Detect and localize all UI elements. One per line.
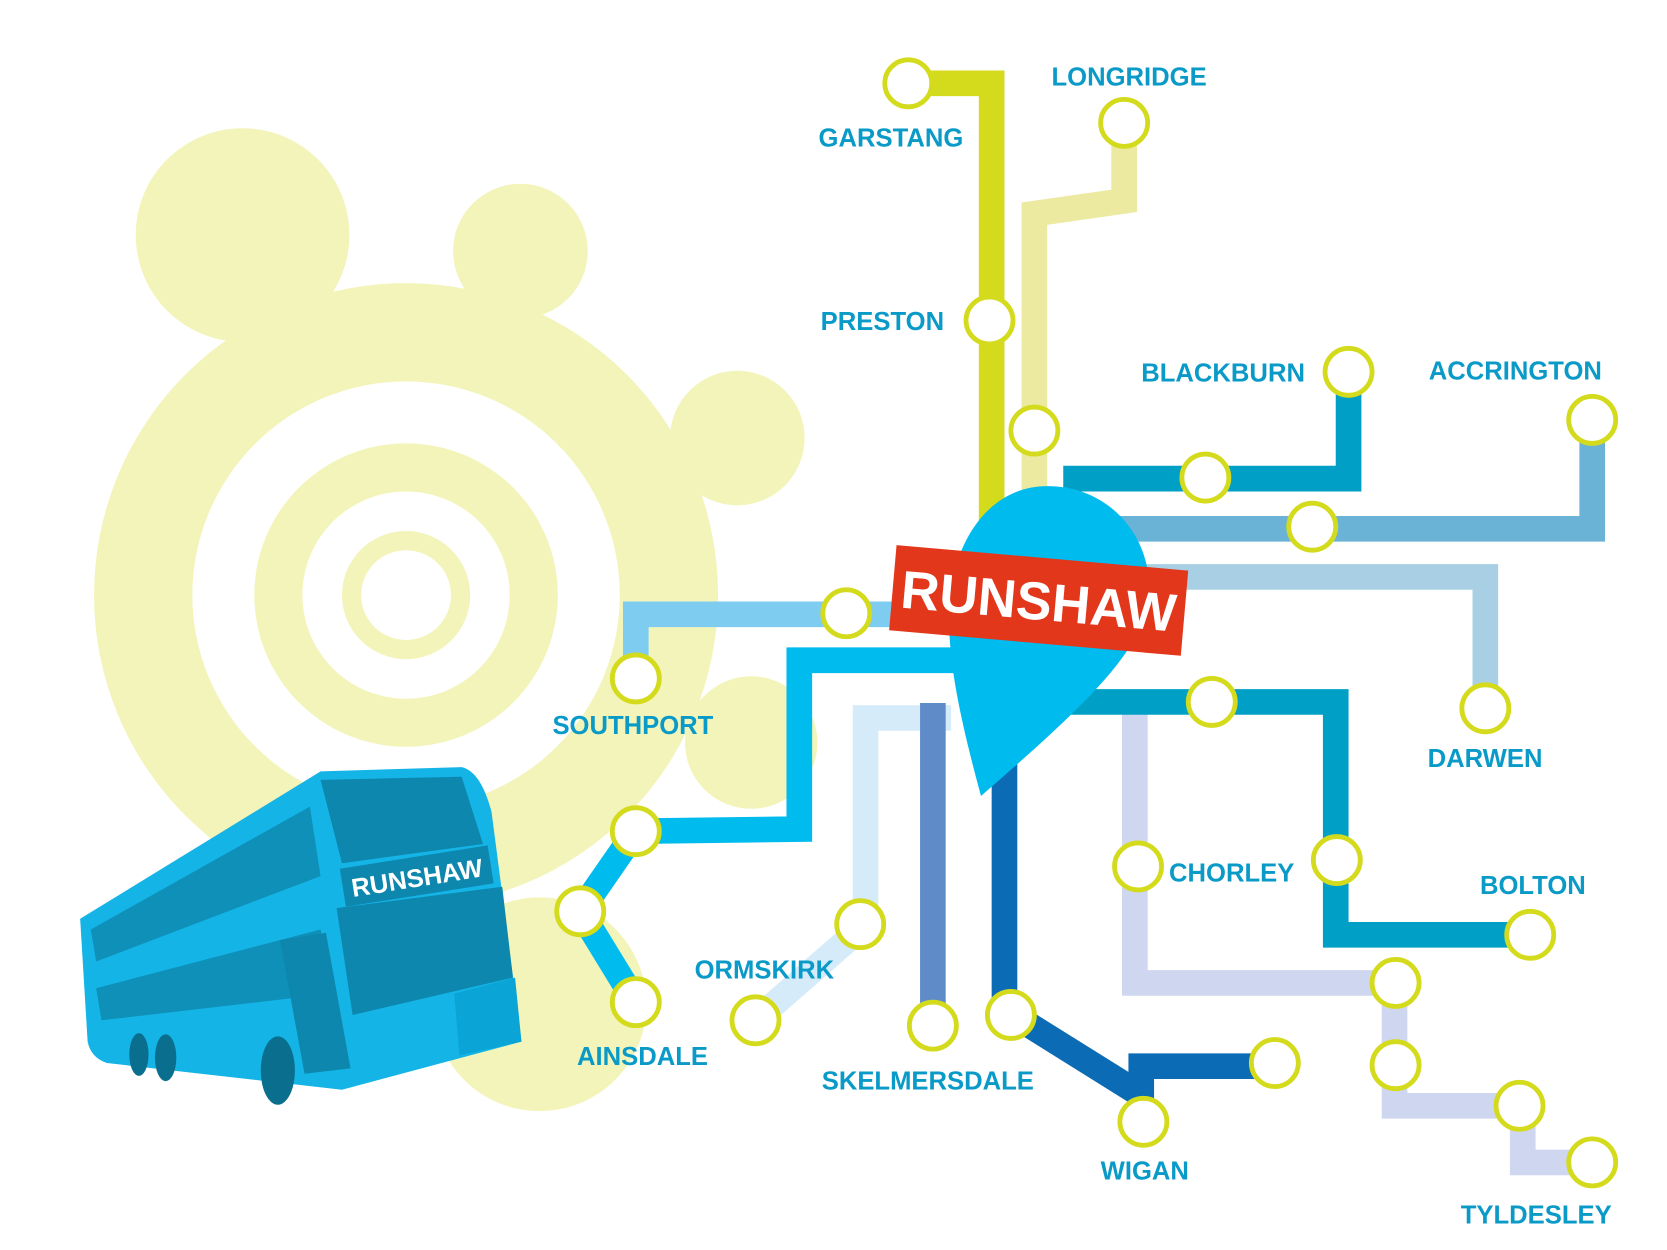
label-preston: PRESTON [821,308,944,336]
route-accrington [1111,419,1606,542]
route-garstang [908,70,1005,524]
background-target-decoration [94,128,818,1112]
route-darwen [1132,564,1499,709]
label-garstang: GARSTANG [819,124,964,152]
stop-skelmersdale[interactable] [906,999,959,1052]
stop-bolton-2[interactable] [1185,676,1238,728]
stop-tyldesley-4[interactable] [1493,1079,1546,1132]
route-ormskirk [747,705,952,1030]
stop-longridge-2[interactable] [1008,404,1061,457]
stops [554,57,1619,1189]
stop-ainsdale-2[interactable] [554,885,607,938]
label-tyldesley: TYLDESLEY [1461,1201,1612,1229]
route-wigan [991,737,1275,1119]
label-blackburn: BLACKBURN [1141,359,1305,387]
stop-tyldesley-3[interactable] [1369,1039,1422,1092]
label-darwen: DARWEN [1428,745,1543,773]
route-tyldesley [1122,710,1593,1176]
label-accrington: ACCRINGTON [1429,357,1602,385]
stop-garstang[interactable] [882,57,935,110]
stop-tyldesley[interactable] [1566,1136,1619,1189]
label-skelmersdale: SKELMERSDALE [822,1068,1034,1096]
runshaw-logo: RUNSHAW [889,545,1189,656]
stop-southport[interactable] [609,652,662,705]
label-ormskirk: ORMSKIRK [695,957,835,985]
double-decker-bus-illustration: RUNSHAW [80,767,522,1105]
label-chorley: CHORLEY [1169,859,1294,887]
label-bolton: BOLTON [1480,872,1586,900]
stop-blackburn-2[interactable] [1179,451,1232,504]
stop-preston[interactable] [963,294,1016,347]
label-southport: SOUTHPORT [552,712,713,740]
stop-bolton[interactable] [1504,908,1557,961]
stop-bolton-3[interactable] [1310,834,1363,886]
stop-darwen[interactable] [1459,682,1512,735]
stop-ormskirk[interactable] [729,994,782,1047]
stop-accrington-2[interactable] [1286,500,1339,553]
route-longridge [1021,122,1137,503]
label-wigan: WIGAN [1101,1157,1189,1185]
stop-ormskirk-2[interactable] [834,898,887,951]
label-ainsdale: AINSDALE [577,1043,708,1071]
label-longridge: LONGRIDGE [1051,63,1206,91]
route-blackburn [1063,371,1362,492]
stop-ainsdale[interactable] [609,976,662,1029]
station-labels: GARSTANG LONGRIDGE PRESTON BLACKBURN ACC… [552,63,1611,1229]
stop-wigan[interactable] [1117,1095,1170,1148]
stop-wigan-2[interactable] [984,989,1037,1041]
stop-southport-2[interactable] [820,587,873,640]
stop-longridge[interactable] [1098,96,1151,149]
stop-tyldesley-2[interactable] [1369,956,1422,1009]
stop-ainsdale-3[interactable] [609,805,662,858]
stop-blackburn[interactable] [1322,345,1375,398]
stop-wigan-3[interactable] [1248,1037,1301,1089]
stop-accrington[interactable] [1566,393,1619,446]
stop-chorley[interactable] [1112,840,1164,893]
